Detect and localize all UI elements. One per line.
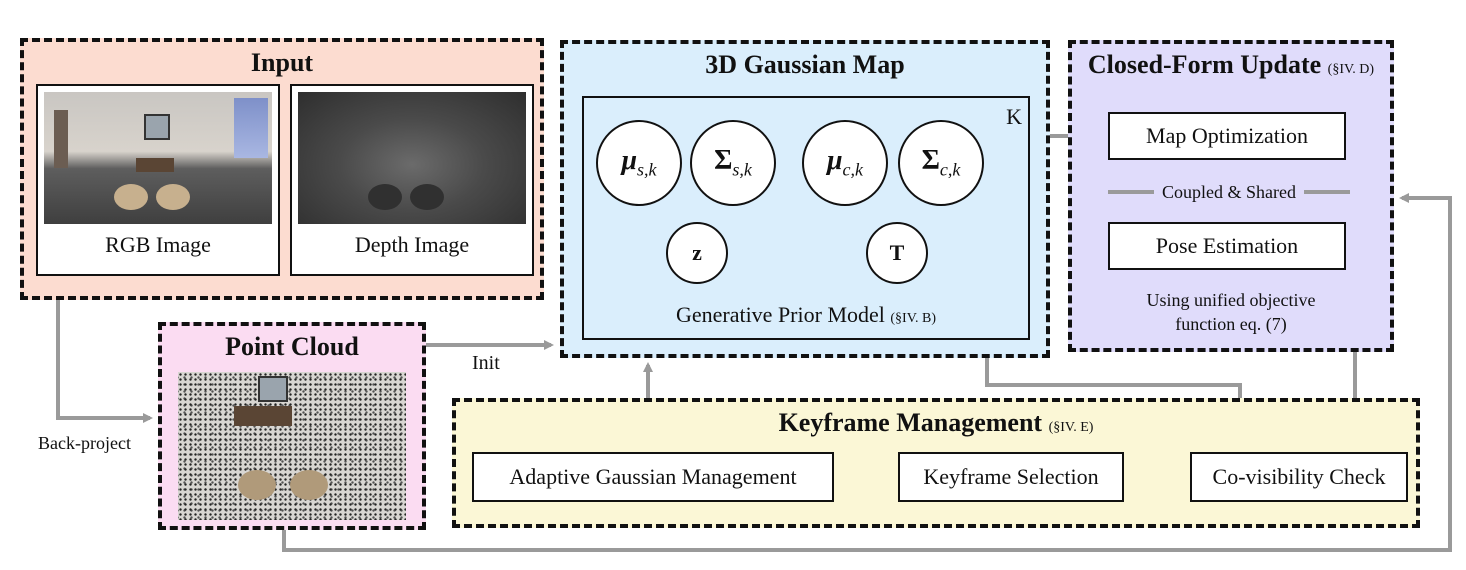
- coupled-shared-row: Coupled & Shared: [1108, 180, 1386, 204]
- sigma-c-label: Σc,k: [921, 145, 961, 180]
- coupled-shared-label: Coupled & Shared: [1162, 181, 1296, 202]
- back-project-arrow: [56, 300, 153, 423]
- unified-objective-note: Using unified objective function eq. (7): [1072, 288, 1390, 336]
- covisibility-check-box: Co-visibility Check: [1190, 452, 1408, 502]
- rgb-stool-left: [114, 184, 148, 210]
- k-label: K: [1006, 104, 1022, 129]
- depth-stool-right: [410, 184, 444, 210]
- keyframe-panel: Keyframe Management (§IV. E) Adaptive Ga…: [452, 398, 1420, 528]
- point-cloud-title: Point Cloud: [225, 332, 359, 361]
- closed-form-panel: Closed-Form Update (§IV. D) Map Optimiza…: [1068, 40, 1394, 352]
- input-panel: Input RGB Image Depth Image: [20, 38, 544, 300]
- init-label: Init: [472, 352, 500, 374]
- rgb-stool-right: [156, 184, 190, 210]
- mu-c-circle: μc,k: [802, 120, 888, 206]
- sigma-s-label: Σs,k: [714, 145, 752, 180]
- point-cloud-stool-left: [238, 470, 276, 500]
- back-project-label: Back-project: [38, 433, 131, 453]
- rgb-blinds: [234, 98, 268, 158]
- pose-estimation-box: Pose Estimation: [1108, 222, 1346, 270]
- gaussian-map-title: 3D Gaussian Map: [705, 50, 905, 79]
- rgb-cabinet: [136, 158, 174, 172]
- closed-form-title: Closed-Form Update: [1087, 50, 1322, 79]
- point-cloud-cabinet: [234, 406, 292, 426]
- generative-prior-box: K μs,k Σs,k μc,k Σc,k z T Generative Pri…: [582, 96, 1030, 340]
- keyframe-ref: (§IV. E): [1048, 420, 1094, 435]
- unified-objective-line1: Using unified objective: [1146, 290, 1316, 310]
- point-cloud-panel: Point Cloud: [158, 322, 426, 530]
- generative-prior-text: Generative Prior Model: [675, 302, 885, 327]
- sigma-c-circle: Σc,k: [898, 120, 984, 206]
- coupled-left-line: [1108, 190, 1154, 194]
- rgb-image: [44, 92, 272, 224]
- rgb-window: [144, 114, 170, 140]
- depth-stool-left: [368, 184, 402, 210]
- adaptive-gaussian-box: Adaptive Gaussian Management: [472, 452, 834, 502]
- generative-prior-ref: (§IV. B): [890, 311, 937, 326]
- z-circle: z: [666, 222, 728, 284]
- depth-image-frame: Depth Image: [290, 84, 534, 276]
- mu-c-label: μc,k: [826, 145, 864, 180]
- keyframe-selection-box: Keyframe Selection: [898, 452, 1124, 502]
- gaussian-map-panel: 3D Gaussian Map K μs,k Σs,k μc,k Σc,k z …: [560, 40, 1050, 358]
- map-optimization-box: Map Optimization: [1108, 112, 1346, 160]
- generative-prior-label: Generative Prior Model (§IV. B): [584, 302, 1028, 328]
- closed-form-ref: (§IV. D): [1327, 62, 1375, 77]
- mu-s-label: μs,k: [621, 145, 657, 180]
- depth-image: [298, 92, 526, 224]
- rgb-image-label: RGB Image: [105, 232, 211, 257]
- depth-image-label: Depth Image: [354, 232, 470, 257]
- point-cloud-image: [178, 372, 406, 520]
- keyframe-title: Keyframe Management: [778, 408, 1043, 437]
- coupled-right-line: [1303, 190, 1350, 194]
- loop-arrow: [282, 193, 1452, 552]
- unified-objective-line2: function eq. (7): [1175, 314, 1287, 334]
- t-circle: T: [866, 222, 928, 284]
- rgb-door: [54, 110, 68, 168]
- sigma-s-circle: Σs,k: [690, 120, 776, 206]
- point-cloud-stool-right: [290, 470, 328, 500]
- closed-form-title-row: Closed-Form Update (§IV. D): [1072, 50, 1390, 85]
- rgb-image-frame: RGB Image: [36, 84, 280, 276]
- input-title: Input: [250, 48, 314, 77]
- keyframe-title-row: Keyframe Management (§IV. E): [456, 408, 1416, 443]
- point-cloud-window: [258, 376, 288, 402]
- mu-s-circle: μs,k: [596, 120, 682, 206]
